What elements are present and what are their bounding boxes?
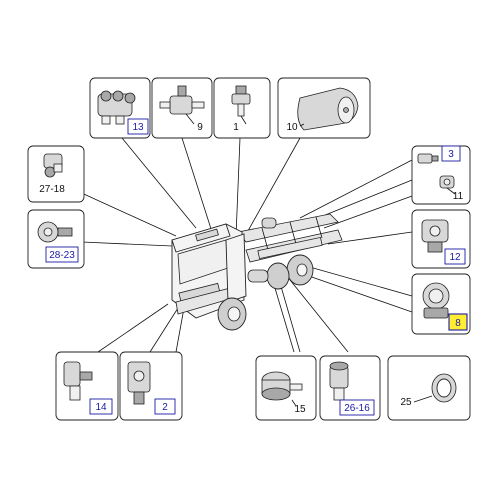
connector-icon: [43, 153, 63, 178]
valve-block-icon: [97, 90, 136, 125]
pressure-valve-icon: [422, 282, 450, 319]
callout-box-8-highlighted: [448, 313, 468, 331]
coupling-icon: [417, 153, 455, 189]
truck-chassis-illustration: [171, 213, 343, 331]
callout-label-26-16[interactable]: 26-16: [344, 403, 370, 414]
air-tank-icon: [297, 87, 359, 131]
callout-label-9: 9: [197, 122, 203, 133]
filter-canister-icon: [329, 361, 349, 401]
callout-box-12: [444, 248, 466, 265]
brake-chamber-icon: [37, 221, 73, 243]
callout-label-2[interactable]: 2: [162, 402, 168, 413]
callout-label-12[interactable]: 12: [449, 252, 461, 263]
callout-label-13[interactable]: 13: [132, 122, 144, 133]
part-panel-25[interactable]: 25: [387, 355, 471, 421]
solenoid-valve-icon: [159, 85, 205, 115]
part-panel-1[interactable]: 1: [213, 77, 271, 139]
callout-label-3[interactable]: 3: [448, 149, 454, 160]
leader-lines: [74, 137, 413, 353]
callout-label-28-23[interactable]: 28-23: [49, 250, 75, 261]
part-panel-12[interactable]: 12: [411, 209, 471, 269]
dryer-cartridge-icon: [261, 371, 303, 401]
callout-label-10: 10: [286, 122, 298, 133]
callout-label-25: 25: [400, 397, 412, 408]
hand-valve-icon: [63, 361, 93, 401]
part-panel-2[interactable]: 2: [119, 351, 183, 421]
brake-valve-icon: [127, 361, 151, 405]
callout-box-13: [127, 118, 149, 135]
part-panel-27-18[interactable]: 27-18: [27, 145, 85, 203]
part-panel-28-23[interactable]: 28-23: [27, 209, 85, 269]
callout-label-11: 11: [453, 191, 464, 202]
callout-label-8[interactable]: 8: [455, 318, 461, 329]
part-panel-15[interactable]: 15: [255, 355, 317, 421]
part-panel-3-11[interactable]: 3 11: [411, 145, 471, 205]
part-panel-14[interactable]: 14: [55, 351, 119, 421]
callout-label-1: 1: [233, 122, 239, 133]
callout-label-27-18: 27-18: [39, 184, 65, 195]
callout-box-3: [441, 145, 461, 162]
part-panel-10[interactable]: 10: [277, 77, 371, 139]
part-panel-9[interactable]: 9: [151, 77, 213, 139]
part-panel-13[interactable]: 13: [89, 77, 151, 139]
callout-box-14: [89, 398, 113, 415]
relay-valve-icon: [421, 219, 449, 253]
part-panel-8[interactable]: 8: [411, 273, 471, 335]
callout-box-2: [154, 398, 176, 415]
part-panel-26-16[interactable]: 26-16: [319, 355, 381, 421]
callout-box-28-23: [45, 246, 79, 263]
callout-label-15: 15: [294, 404, 306, 415]
callout-label-14[interactable]: 14: [95, 402, 107, 413]
seal-ring-icon: [431, 373, 457, 403]
callout-box-26-16: [339, 399, 375, 416]
